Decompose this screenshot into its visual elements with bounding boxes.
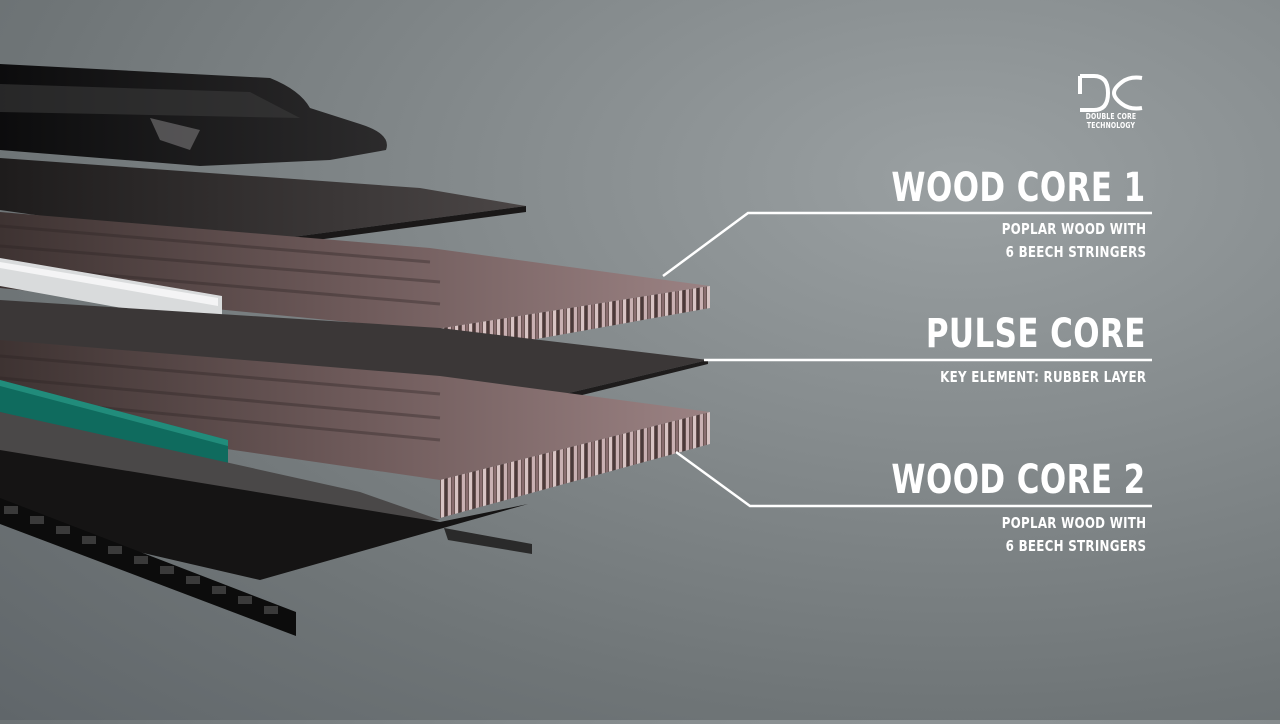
green-sidewall bbox=[0, 380, 228, 472]
pulse-core-title: PULSE CORE bbox=[925, 311, 1146, 357]
wood-core-1-desc-line-2: 6 BEECH STRINGERS bbox=[1005, 243, 1146, 261]
logo-line-2: TECHNOLOGY bbox=[1086, 121, 1136, 130]
pulse-core-description: KEY ELEMENT: RUBBER LAYER bbox=[940, 366, 1146, 389]
callout-line-wood-core-1 bbox=[662, 211, 1152, 278]
wood-core-1-description: POPLAR WOOD WITH 6 BEECH STRINGERS bbox=[1001, 218, 1146, 264]
base-layers bbox=[0, 412, 532, 636]
steel-edge-teeth bbox=[4, 506, 278, 614]
wood-core-2-desc-line-2: 6 BEECH STRINGERS bbox=[1005, 537, 1146, 555]
dc-logo-icon bbox=[1078, 74, 1143, 112]
callout-lines bbox=[662, 211, 1152, 508]
pulse-core-desc-line-1: KEY ELEMENT: RUBBER LAYER bbox=[939, 368, 1146, 386]
wood-core-2-description: POPLAR WOOD WITH 6 BEECH STRINGERS bbox=[1001, 512, 1146, 558]
logo-line-1: DOUBLE CORE bbox=[1085, 112, 1137, 121]
wood-core-2 bbox=[0, 340, 710, 518]
double-core-logo: DOUBLE CORE TECHNOLOGY bbox=[1066, 74, 1156, 130]
wood-core-1-desc-line-1: POPLAR WOOD WITH bbox=[1001, 220, 1146, 238]
wood-core-2-desc-line-1: POPLAR WOOD WITH bbox=[1001, 514, 1146, 532]
wood-core-1-title: WOOD CORE 1 bbox=[891, 165, 1146, 211]
callout-line-wood-core-2 bbox=[675, 450, 1152, 508]
ski-binding bbox=[0, 64, 387, 166]
wood-core-2-title: WOOD CORE 2 bbox=[891, 457, 1146, 503]
aluminium-strip bbox=[0, 258, 222, 326]
